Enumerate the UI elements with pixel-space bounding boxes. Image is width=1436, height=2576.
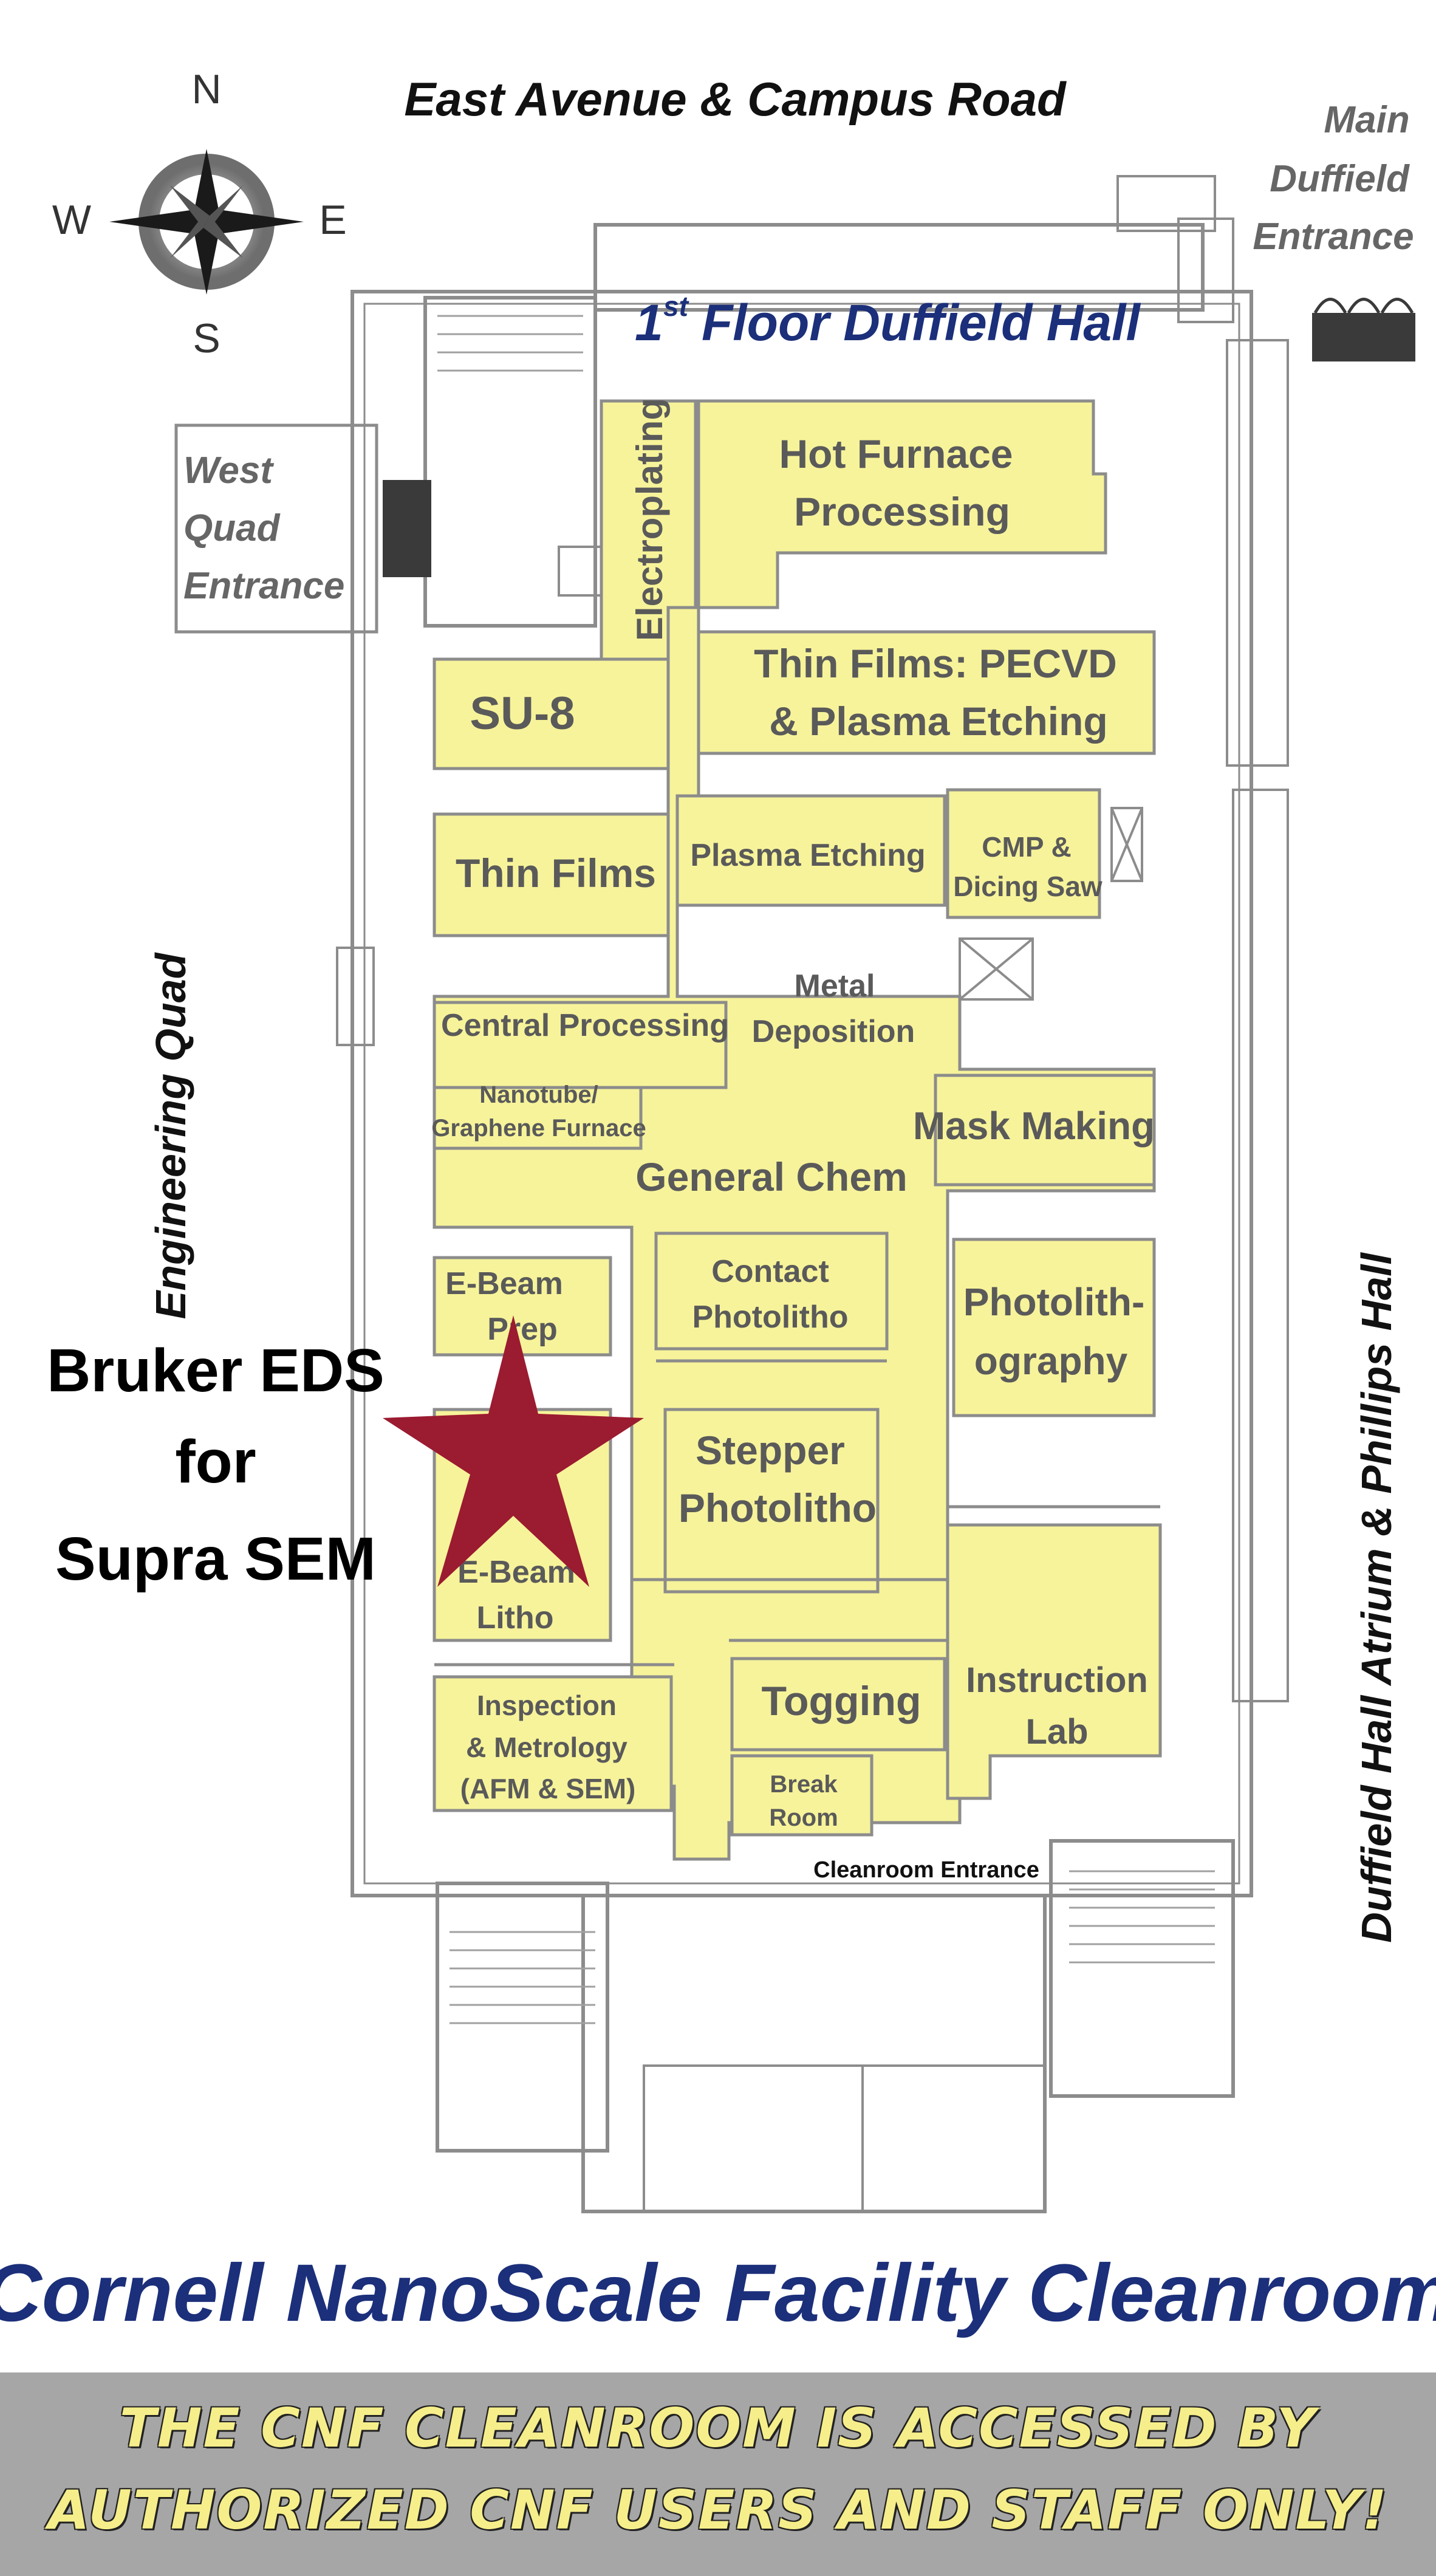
room-label-cmp-1: CMP & — [982, 831, 1071, 863]
facility-title: Cornell NanoScale Facility Cleanroom — [0, 2248, 1436, 2338]
room-label-nanotube-1: Nanotube/ — [479, 1081, 598, 1108]
room-label-ebeam-litho-1: E-Beam — [457, 1555, 575, 1590]
room-nanotube — [433, 1086, 643, 1150]
street-north-label: East Avenue & Campus Road — [404, 72, 1067, 126]
room-label-metal-deposition-1: Metal — [795, 968, 875, 1004]
street-west-label: Engineering Quad — [147, 952, 194, 1319]
room-label-thin-films-pecvd-2: & Plasma Etching — [769, 699, 1108, 744]
room-label-hot-furnace-2: Processing — [794, 489, 1010, 534]
room-ebeam-prep — [433, 1256, 612, 1357]
room-label-stepper-photolitho-1: Stepper — [696, 1428, 845, 1473]
compass-north-label: N — [191, 66, 221, 112]
floor-title: Floor Duffield Hall — [702, 294, 1141, 351]
room-label-inspection-2: & Metrology — [466, 1732, 627, 1763]
room-label-break-room-1: Break — [770, 1771, 838, 1798]
elevator-icon — [959, 807, 1143, 1001]
room-label-cmp-2: Dicing Saw — [953, 871, 1103, 902]
room-label-plasma-etching: Plasma Etching — [690, 838, 925, 873]
compass-west-label: W — [52, 197, 91, 243]
floor-ordinal-suffix: st — [663, 290, 689, 322]
west-entrance-label-1: West — [183, 450, 274, 492]
room-label-photolithography-2: ography — [974, 1339, 1128, 1383]
room-label-general-chem: General Chem — [635, 1154, 908, 1199]
marker-label-2: for — [175, 1428, 256, 1496]
room-label-su8: SU-8 — [470, 688, 575, 739]
west-entrance-label-2: Quad — [183, 507, 281, 549]
room-stepper-photolitho — [663, 1408, 880, 1594]
west-entrance-label-3: Entrance — [183, 565, 344, 607]
room-thin-films-pecvd — [697, 630, 1156, 755]
main-entrance-door-icon — [1312, 298, 1415, 361]
floor-ordinal: 1 — [635, 294, 663, 351]
room-label-nanotube-2: Graphene Furnace — [431, 1115, 646, 1142]
room-photolithography — [952, 1238, 1156, 1417]
room-label-metal-deposition-2: Deposition — [752, 1014, 915, 1049]
star-marker-icon — [383, 1315, 644, 1587]
cleanroom-entrance-label: Cleanroom Entrance — [813, 1857, 1039, 1883]
stairwell-hatch — [437, 315, 1215, 2024]
main-entrance-label-1: Main — [1324, 99, 1409, 141]
room-thin-films — [433, 812, 670, 937]
room-togging — [730, 1657, 946, 1752]
room-label-thin-films: Thin Films — [456, 851, 656, 896]
room-cmp — [946, 788, 1101, 919]
room-hot-furnace — [697, 399, 1107, 609]
room-label-mask-making: Mask Making — [913, 1104, 1155, 1148]
main-entrance-label-2: Duffield — [1270, 158, 1410, 200]
room-label-photolithography-1: Photolith- — [963, 1280, 1145, 1324]
room-inspection — [433, 1675, 673, 1812]
room-label-instruction-lab-1: Instruction — [966, 1660, 1148, 1700]
room-label-contact-photolitho-1: Contact — [711, 1254, 829, 1289]
marker-label-3: Supra SEM — [55, 1525, 376, 1593]
room-label-hot-furnace-1: Hot Furnace — [779, 431, 1013, 476]
room-label-electroplating: Electroplating — [629, 398, 670, 641]
room-label-instruction-lab-2: Lab — [1025, 1712, 1088, 1752]
room-label-stepper-photolitho-2: Photolitho — [679, 1485, 877, 1530]
room-label-inspection-1: Inspection — [477, 1690, 617, 1721]
room-label-contact-photolitho-2: Photolitho — [692, 1300, 848, 1335]
main-entrance-label-3: Entrance — [1253, 216, 1414, 258]
room-label-inspection-3: (AFM & SEM) — [460, 1773, 636, 1804]
access-notice-banner: THE CNF CLEANROOM IS ACCESSED BY AUTHORI… — [0, 2372, 1436, 2576]
street-east-label: Duffield Hall Atrium & Phillips Hall — [1353, 1252, 1400, 1943]
compass-south-label: S — [193, 315, 220, 361]
notice-line-2: AUTHORIZED CNF USERS AND STAFF ONLY! — [48, 2479, 1388, 2541]
cleanroom-rooms — [433, 399, 1162, 1861]
building-outline — [174, 175, 1289, 2213]
west-entrance-door-icon — [383, 480, 431, 577]
compass-rose-icon — [109, 149, 304, 295]
room-instruction-lab — [946, 1523, 1162, 1800]
interior-walls — [434, 995, 1160, 1667]
room-contact-photolitho — [654, 1231, 889, 1351]
room-label-ebeam-prep-1: E-Beam — [445, 1266, 563, 1301]
room-central-processing — [433, 1001, 728, 1089]
room-label-ebeam-litho-2: Litho — [476, 1600, 553, 1636]
room-break-room — [730, 1754, 874, 1837]
room-mask-making — [934, 1074, 1156, 1187]
notice-line-1: THE CNF CLEANROOM IS ACCESSED BY — [119, 2397, 1317, 2459]
room-label-ebeam-prep-2: Prep — [487, 1312, 558, 1347]
room-label-central-processing: Central Processing — [441, 1008, 729, 1043]
room-label-thin-films-pecvd-1: Thin Films: PECVD — [754, 641, 1117, 686]
compass-east-label: E — [319, 197, 346, 243]
room-plasma-etching — [675, 794, 946, 907]
marker-label-1: Bruker EDS — [47, 1337, 385, 1405]
room-label-break-room-2: Room — [769, 1804, 838, 1831]
room-label-togging: Togging — [761, 1678, 921, 1724]
